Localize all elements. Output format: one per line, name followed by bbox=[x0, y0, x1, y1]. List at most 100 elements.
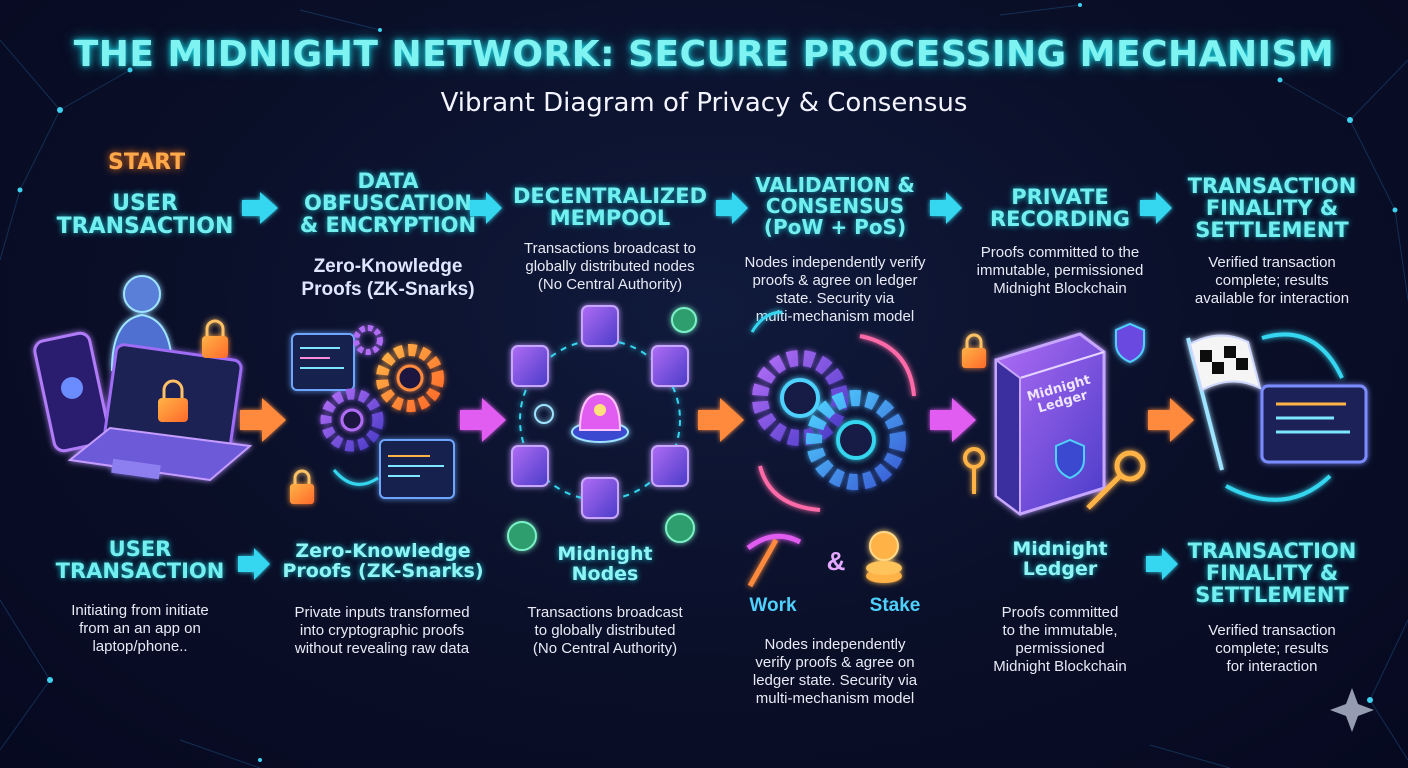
bottom-step-2-desc-line-2: into cryptographic proofs bbox=[299, 622, 465, 639]
globe-icon bbox=[534, 404, 554, 424]
top-step-6-desc-line-3: available for interaction bbox=[1194, 290, 1350, 307]
top-step-3-desc: Transactions broadcast to globally distr… bbox=[500, 240, 720, 294]
bottom-step-3-desc-line-2: to globally distributed bbox=[534, 622, 676, 639]
bottom-step-4-desc-line-3: ledger state. Security via bbox=[752, 672, 918, 689]
top-step-5-title-line-1: PRIVATE bbox=[1011, 185, 1109, 209]
top-step-5-desc: Proofs committed to the immutable, permi… bbox=[955, 244, 1165, 298]
code-window-icon bbox=[291, 333, 355, 391]
top-step-4-desc-line-3: state. Security via bbox=[775, 290, 895, 307]
start-label: START bbox=[108, 150, 186, 175]
bottom-step-1-title-line-1: USER bbox=[108, 537, 172, 561]
top-step-4-title-line-3: (PoW + PoS) bbox=[763, 215, 907, 239]
top-step-2-subtitle: Zero-Knowledge Proofs (ZK-Snarks) bbox=[268, 256, 508, 302]
stake-label: Stake bbox=[869, 595, 921, 616]
top-step-6-title-line-2: FINALITY & bbox=[1205, 196, 1339, 221]
bottom-step-6-desc-line-1: Verified transaction bbox=[1208, 622, 1336, 639]
bottom-step-5-desc-line-4: Midnight Blockchain bbox=[993, 658, 1127, 675]
work-label: Work bbox=[749, 595, 797, 616]
page-title: THE MIDNIGHT NETWORK: SECURE PROCESSING … bbox=[73, 34, 1335, 75]
bottom-step-6-desc-line-3: for interaction bbox=[1226, 658, 1318, 675]
top-step-1-title: USER TRANSACTION bbox=[40, 192, 250, 238]
arrow-right-icon bbox=[242, 192, 278, 224]
bottom-step-3-title-line-1: Midnight bbox=[557, 543, 653, 565]
bottom-step-4-desc-line-4: multi-mechanism model bbox=[755, 690, 915, 707]
top-step-2-title-line-3: & ENCRYPTION bbox=[299, 213, 477, 238]
key-icon bbox=[963, 447, 985, 494]
server-node-icon bbox=[511, 445, 549, 487]
top-step-3-desc-line-1: Transactions broadcast to bbox=[523, 240, 697, 257]
shield-icon bbox=[1055, 438, 1085, 480]
bottom-step-1-title: USER TRANSACTION bbox=[40, 538, 240, 582]
sparkle-icon bbox=[1330, 688, 1374, 732]
phone-icon bbox=[33, 331, 111, 453]
top-step-4-desc: Nodes independently verify proofs & agre… bbox=[726, 254, 944, 326]
gear-icon bbox=[376, 344, 444, 412]
bottom-step-6-title-line-1: TRANSACTION bbox=[1187, 539, 1357, 563]
top-step-2-sub-line-1: Zero-Knowledge bbox=[313, 256, 463, 277]
bottom-step-3-desc: Transactions broadcast to globally distr… bbox=[505, 604, 705, 658]
screen-icon bbox=[1260, 384, 1368, 464]
beacon-icon bbox=[571, 392, 629, 443]
top-step-3-title: DECENTRALIZED MEMPOOL bbox=[500, 185, 720, 229]
top-step-3-title-line-1: DECENTRALIZED bbox=[512, 184, 708, 208]
top-step-5-title-line-2: RECORDING bbox=[989, 207, 1130, 232]
bottom-step-2-desc: Private inputs transformed into cryptogr… bbox=[262, 604, 502, 658]
bottom-step-6-desc-line-2: complete; results bbox=[1215, 640, 1329, 657]
bottom-step-3-desc-line-3: (No Central Authority) bbox=[532, 640, 678, 657]
bottom-step-2-title-line-2: Proofs (ZK-Snarks) bbox=[282, 559, 484, 582]
bottom-step-5-title-line-2: Ledger bbox=[1022, 557, 1098, 580]
top-step-2-title-line-2: OBFUSCATION bbox=[304, 191, 472, 216]
top-step-3-title-line-2: MEMPOOL bbox=[549, 206, 671, 231]
bottom-step-2-desc-line-3: without revealing raw data bbox=[294, 640, 470, 657]
globe-icon bbox=[665, 513, 695, 543]
server-node-icon bbox=[511, 345, 549, 387]
top-step-3-desc-line-3: (No Central Authority) bbox=[537, 276, 683, 293]
top-step-4-desc-line-2: proofs & agree on ledger bbox=[752, 272, 918, 289]
ampersand-label: & bbox=[826, 546, 846, 576]
top-step-2-title-line-1: DATA bbox=[357, 169, 419, 193]
key-icon bbox=[1086, 450, 1146, 510]
arrow-right-icon bbox=[716, 192, 748, 224]
coin-stack-icon bbox=[866, 531, 902, 583]
top-step-6-desc: Verified transaction complete; results a… bbox=[1172, 254, 1372, 308]
node-ring bbox=[507, 305, 697, 551]
bottom-step-3-desc-line-1: Transactions broadcast bbox=[527, 604, 683, 621]
padlock-icon bbox=[290, 469, 314, 504]
bottom-step-3-title: Midnight Nodes bbox=[540, 543, 670, 585]
checkered-flag-icon bbox=[1186, 334, 1262, 471]
arrow-right-icon bbox=[698, 398, 744, 442]
top-step-4-title-line-2: CONSENSUS bbox=[765, 194, 905, 218]
top-step-6-title-line-3: SETTLEMENT bbox=[1195, 218, 1349, 243]
arrow-right-icon bbox=[1148, 398, 1194, 442]
arrow-right-icon bbox=[930, 192, 962, 224]
arrow-right-icon bbox=[238, 548, 270, 580]
bottom-step-1-desc-line-3: laptop/phone.. bbox=[92, 638, 188, 655]
bottom-step-1-desc: Initiating from initiate from an an app … bbox=[40, 602, 240, 656]
top-step-2-title: DATA OBFUSCATION & ENCRYPTION bbox=[268, 170, 508, 236]
bottom-step-6-title: TRANSACTION FINALITY & SETTLEMENT bbox=[1172, 540, 1372, 606]
top-step-6-title-line-1: TRANSACTION bbox=[1187, 174, 1357, 198]
top-step-5-desc-line-3: Midnight Blockchain bbox=[993, 280, 1127, 297]
arrow-right-icon bbox=[930, 398, 976, 442]
bottom-step-4-desc: Nodes independently verify proofs & agre… bbox=[725, 636, 945, 708]
bottom-step-5-title-line-1: Midnight bbox=[1012, 538, 1108, 560]
top-step-5-desc-line-2: immutable, permissioned bbox=[976, 262, 1144, 279]
page-subtitle: Vibrant Diagram of Privacy & Consensus bbox=[440, 88, 968, 118]
book-icon bbox=[994, 332, 1106, 516]
bottom-step-1-title-line-2: TRANSACTION bbox=[55, 559, 225, 584]
bottom-step-5-desc-line-1: Proofs committed bbox=[1001, 604, 1119, 621]
gear-icon bbox=[320, 388, 384, 452]
padlock-icon bbox=[202, 319, 228, 358]
top-step-2-sub-line-2: Proofs (ZK-Snarks) bbox=[301, 278, 475, 300]
top-step-6-desc-line-2: complete; results bbox=[1215, 272, 1329, 289]
server-node-icon bbox=[581, 477, 619, 519]
bottom-step-5-desc-line-3: permissioned bbox=[1015, 640, 1105, 657]
top-step-4-desc-line-1: Nodes independently verify bbox=[744, 254, 926, 271]
arrow-right-icon bbox=[460, 398, 506, 442]
padlock-icon bbox=[962, 333, 986, 368]
globe-icon bbox=[507, 521, 537, 551]
top-step-1-title-line-2: TRANSACTION bbox=[56, 214, 234, 240]
top-step-3-desc-line-2: globally distributed nodes bbox=[525, 258, 695, 275]
globe-icon bbox=[671, 307, 697, 333]
